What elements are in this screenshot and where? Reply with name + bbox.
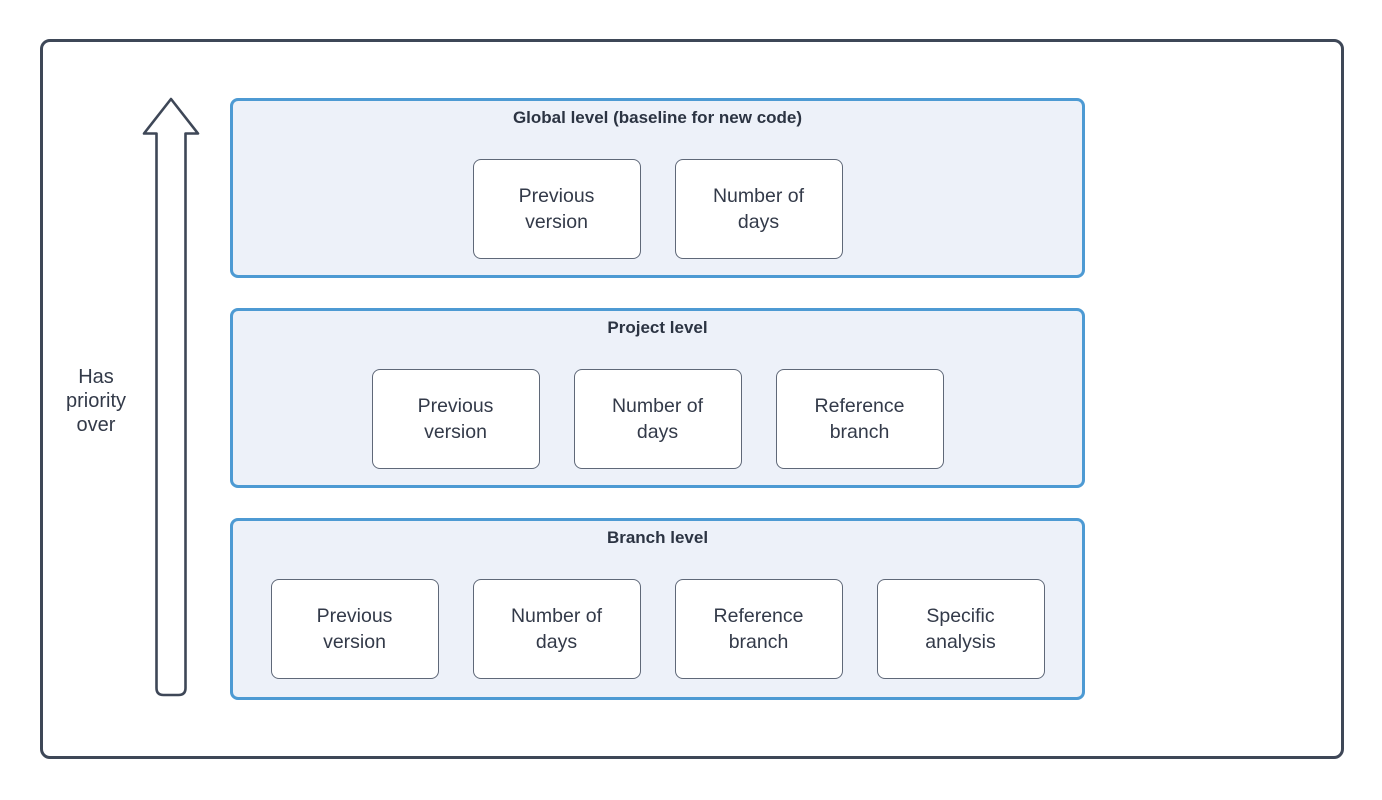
parameter-label: Number of days <box>712 185 805 233</box>
level-panel-project: Project level Previous version Number of… <box>230 308 1085 488</box>
parameter-label: Reference branch <box>814 395 905 443</box>
level-title: Project level <box>607 318 708 337</box>
parameter-label: Previous version <box>417 395 494 443</box>
level-panel-global: Global level (baseline for new code) Pre… <box>230 98 1085 278</box>
parameter-box: Reference branch <box>775 369 944 469</box>
parameter-box: Number of days <box>573 369 742 469</box>
parameter-box: Previous version <box>371 369 540 469</box>
level-title: Branch level <box>606 528 709 547</box>
priority-up-arrow-icon <box>142 97 200 697</box>
parameter-box: Number of days <box>472 579 641 679</box>
parameter-box: Number of days <box>674 159 843 259</box>
parameter-label: Reference branch <box>713 605 804 653</box>
parameter-label: Previous version <box>316 605 393 653</box>
parameter-label: Number of days <box>611 395 704 443</box>
parameter-boxes-row: Previous version Number of days Referenc… <box>233 369 1082 469</box>
parameter-box: Specific analysis <box>876 579 1045 679</box>
level-panels: Global level (baseline for new code) Pre… <box>230 98 1085 700</box>
parameter-box: Previous version <box>472 159 641 259</box>
priority-arrow-label: Has priority over <box>65 366 126 436</box>
parameter-boxes-row: Previous version Number of days <box>233 159 1082 259</box>
parameter-box: Previous version <box>270 579 439 679</box>
level-title: Global level (baseline for new code) <box>512 108 803 127</box>
parameter-box: Reference branch <box>674 579 843 679</box>
parameter-label: Previous version <box>518 185 595 233</box>
level-panel-branch: Branch level Previous version Number of … <box>230 518 1085 700</box>
parameter-label: Number of days <box>510 605 603 653</box>
parameter-boxes-row: Previous version Number of days Referenc… <box>233 579 1082 679</box>
parameter-label: Specific analysis <box>925 605 996 653</box>
